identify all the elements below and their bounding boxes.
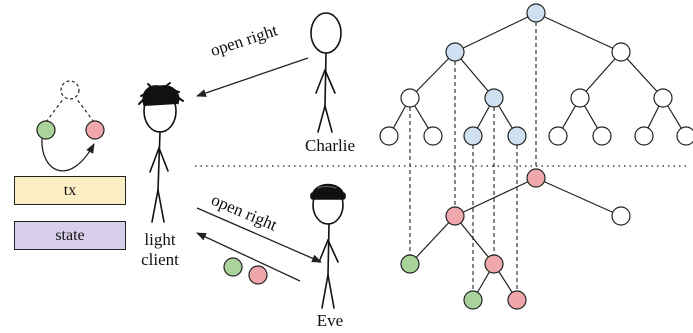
light-client-label-line2: client — [141, 250, 179, 269]
tree-edge — [620, 51, 664, 99]
tree-edge — [409, 51, 456, 99]
response-green-node — [223, 257, 243, 277]
bottom-tree-node — [507, 290, 527, 310]
bottom-tree-node — [400, 254, 420, 274]
open-right-arrow-bottom — [196, 207, 322, 263]
light-client-figure — [138, 82, 184, 223]
top-tree-leaf-node — [634, 126, 654, 146]
light-client-label: light client — [141, 230, 179, 270]
top-tree-leaf-node — [507, 126, 527, 146]
open-right-arrow-top — [196, 57, 309, 97]
charlie-label: Charlie — [304, 136, 356, 155]
tree-edge — [454, 12, 537, 53]
top-tree-leaf-node — [548, 126, 568, 146]
tree-edge — [454, 215, 495, 265]
top-merkle-tree — [379, 3, 693, 291]
bottom-tree-node — [611, 206, 631, 226]
cycle-green-node — [36, 120, 56, 140]
tx-label: tx — [63, 181, 77, 199]
top-tree-node — [653, 88, 673, 108]
tree-edge — [535, 12, 622, 53]
response-red-node — [248, 265, 268, 285]
charlie-figure — [310, 12, 342, 133]
top-tree-leaf-node — [676, 126, 693, 146]
top-tree-node — [445, 42, 465, 62]
cycle-red-node — [85, 120, 105, 140]
top-tree-node — [570, 88, 590, 108]
state-label: state — [55, 226, 85, 244]
tx-box: tx — [14, 176, 126, 205]
state-sync-icon — [36, 80, 105, 172]
top-tree-node — [611, 42, 631, 62]
bottom-tree-node — [484, 254, 504, 274]
tree-edge — [409, 215, 456, 265]
top-tree-leaf-node — [592, 126, 612, 146]
tree-edge — [579, 51, 622, 99]
eve-label: Eve — [316, 311, 344, 330]
top-tree-node — [484, 88, 504, 108]
bottom-merkle-tree — [400, 168, 631, 310]
top-tree-leaf-node — [463, 126, 483, 146]
top-tree-node — [526, 3, 546, 23]
tree-edge — [535, 177, 622, 217]
eve-figure — [310, 183, 346, 309]
tree-edge — [454, 177, 537, 217]
bottom-tree-node — [463, 290, 483, 310]
state-box: state — [14, 221, 126, 250]
top-tree-leaf-node — [423, 126, 443, 146]
top-tree-leaf-node — [379, 126, 399, 146]
response-arrow — [196, 232, 301, 282]
light-client-label-line1: light — [144, 230, 176, 249]
bottom-tree-node — [526, 168, 546, 188]
tree-edge — [454, 51, 495, 99]
top-tree-node — [400, 88, 420, 108]
cycle-parent-node — [60, 80, 80, 100]
bottom-tree-node — [445, 206, 465, 226]
